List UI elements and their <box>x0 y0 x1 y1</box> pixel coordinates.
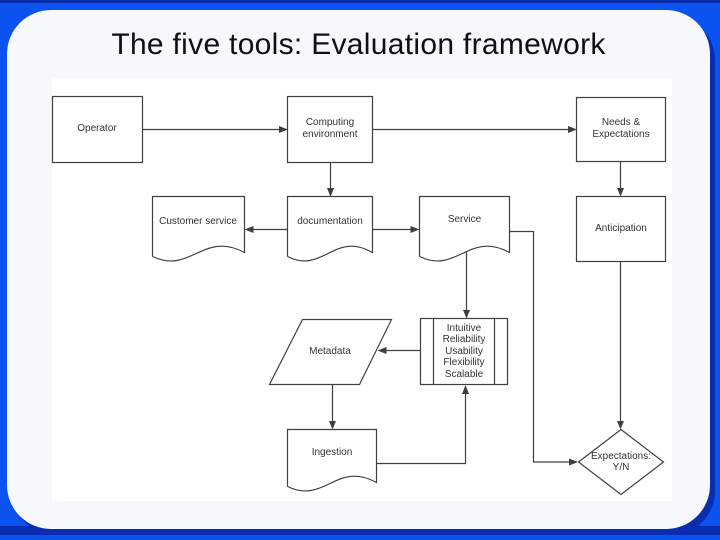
edge-service-criteria <box>463 244 470 319</box>
node-operator-shape <box>51 95 144 164</box>
edge-documentation-customer-service <box>244 226 288 233</box>
arrowhead-icon <box>244 226 254 233</box>
edge-computing-needs <box>372 126 577 133</box>
node-criteria-shape <box>419 317 509 386</box>
edge-ingestion-criteria <box>376 385 469 465</box>
node-documentation-shape <box>286 195 374 262</box>
arrowhead-icon <box>279 126 288 133</box>
node-metadata-shape <box>268 318 393 386</box>
edge-service-expectations <box>509 230 578 466</box>
edge-computing-documentation <box>327 162 334 197</box>
edge-documentation-service <box>372 226 420 233</box>
arrowhead-icon <box>617 421 624 430</box>
node-anticipation-shape <box>575 195 667 263</box>
node-expectations-decision-shape <box>577 428 665 496</box>
edge-metadata-ingestion <box>329 384 336 430</box>
arrowhead-icon <box>327 188 334 197</box>
node-customer-service-shape <box>151 195 246 262</box>
edge-operator-computing <box>142 126 288 133</box>
edge-anticipation-expectations <box>617 261 624 430</box>
edge-criteria-metadata <box>377 347 421 354</box>
arrowhead-icon <box>329 421 336 430</box>
arrowhead-icon <box>410 226 420 233</box>
arrowhead-icon <box>462 385 469 394</box>
arrowhead-icon <box>463 310 470 319</box>
arrowhead-icon <box>617 188 624 197</box>
arrowhead-icon <box>568 126 577 133</box>
node-needs-expectations-shape <box>575 96 667 163</box>
node-ingestion-shape <box>286 428 378 492</box>
node-computing-environment-shape <box>286 95 374 164</box>
edge-needs-anticipation <box>617 161 624 197</box>
arrowhead-icon <box>377 347 387 354</box>
arrowhead-icon <box>569 458 578 466</box>
slide-title: The five tools: Evaluation framework <box>111 28 606 61</box>
node-service-shape <box>418 195 511 262</box>
